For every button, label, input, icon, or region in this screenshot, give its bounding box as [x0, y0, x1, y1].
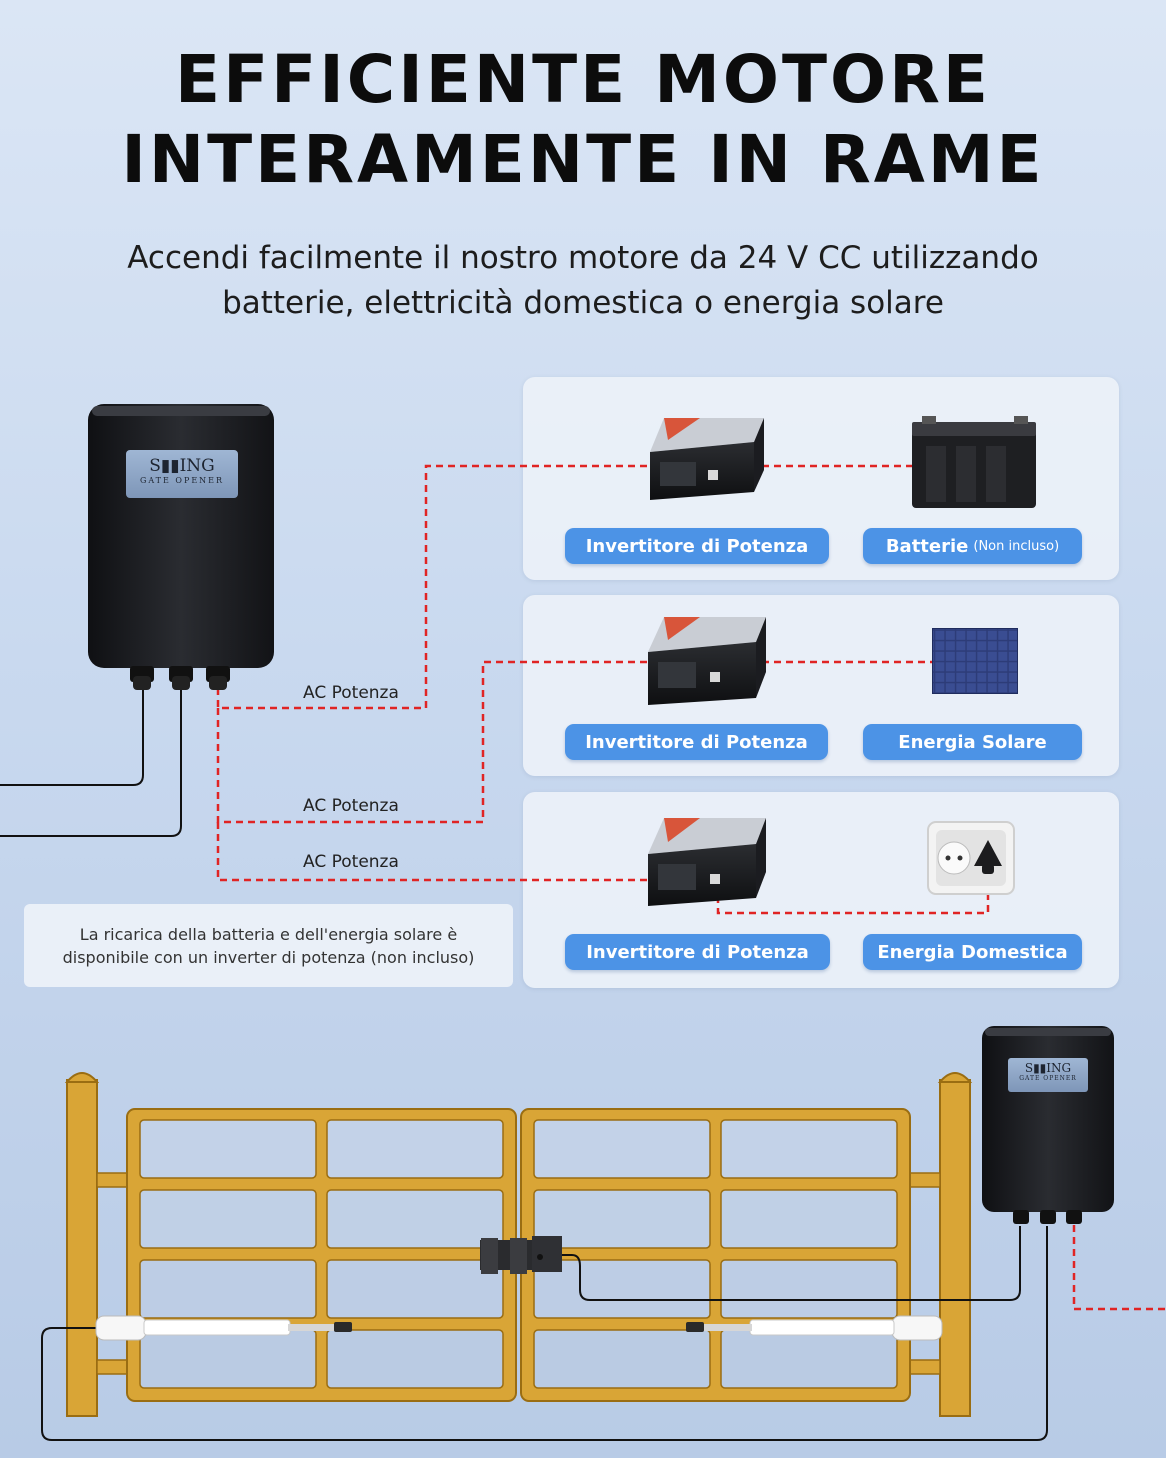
actuator-arm-left: [95, 1315, 352, 1341]
inverter-note-line-1: La ricarica della batteria e dell'energi…: [79, 924, 458, 944]
ac-power-label-3: AC Potenza: [303, 852, 399, 872]
battery-label-text: Batterie: [885, 535, 969, 557]
gate-leaf-right: [520, 1108, 911, 1402]
motor-wire-2: [0, 688, 182, 837]
inverter-note-line-2: disponibile con un inverter di potenza (…: [62, 947, 475, 967]
control-box-main: [88, 404, 274, 690]
battery-label-note: (Non incluso): [973, 538, 1060, 554]
gate-post-left: [64, 1072, 100, 1417]
power-inverter-icon-2: [648, 617, 766, 705]
secondary-box-brand: S▮▮ING: [1024, 1061, 1072, 1075]
control-box-tagline: GATE OPENER: [139, 476, 225, 485]
ac-power-label-2: AC Potenza: [303, 796, 399, 816]
actuator-arm-right: [686, 1315, 943, 1341]
household-label: Energia Domestica: [863, 934, 1082, 970]
power-inverter-icon-3: [648, 818, 766, 906]
battery-icon: [912, 416, 1036, 508]
solar-label: Energia Solare: [863, 724, 1082, 760]
power-inverter-icon-1: [650, 418, 764, 500]
ac-power-label-1: AC Potenza: [303, 683, 399, 703]
inverter-label-3: Invertitore di Potenza: [565, 934, 830, 970]
inverter-note: La ricarica della batteria e dell'energi…: [24, 904, 513, 987]
motor-wire-1: [0, 688, 144, 786]
battery-label: Batterie(Non incluso): [863, 528, 1082, 564]
headline-line-2: INTERAMENTE IN RAME: [121, 121, 1045, 198]
gate-lock: [480, 1236, 562, 1274]
gate-post-right: [937, 1072, 973, 1417]
subheadline-line-1: Accendi facilmente il nostro motore da 2…: [127, 240, 1039, 276]
headline: EFFICIENTE MOTORE INTERAMENTE IN RAME: [0, 40, 1166, 200]
secondary-box-tagline: GATE OPENER: [1019, 1075, 1077, 1082]
wall-socket-icon: [927, 821, 1015, 895]
headline-line-1: EFFICIENTE MOTORE: [174, 41, 992, 118]
subheadline: Accendi facilmente il nostro motore da 2…: [60, 236, 1106, 326]
ac-power-wires: [216, 464, 1166, 1311]
inverter-label-2: Invertitore di Potenza: [565, 724, 828, 760]
solar-panel-icon: [932, 628, 1018, 694]
control-box-secondary: [982, 1026, 1114, 1224]
gate-leaf-left: [126, 1108, 517, 1402]
control-box-brand: S▮▮ING: [149, 456, 215, 476]
subheadline-line-2: batterie, elettricità domestica o energi…: [222, 285, 944, 321]
inverter-label-1: Invertitore di Potenza: [565, 528, 829, 564]
